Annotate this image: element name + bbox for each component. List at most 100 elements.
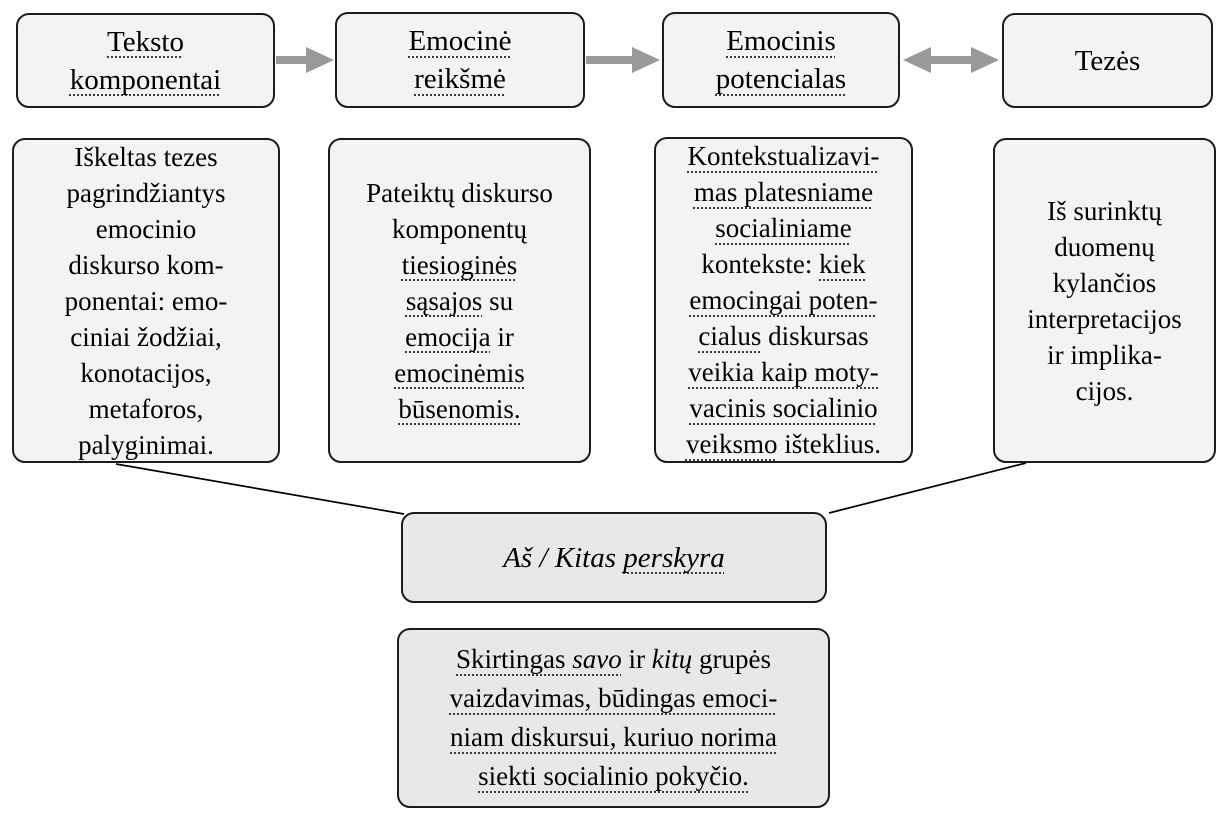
text-segment: pagrindžiantys <box>66 177 226 208</box>
text-segment: savo <box>572 644 622 674</box>
text-line: komponentų <box>392 211 527 247</box>
text-segment: Emocinė <box>408 25 512 57</box>
flow-arrow-right-icon <box>276 47 334 73</box>
text-segment: duomenų <box>1054 231 1155 262</box>
text-line: palyginimai. <box>78 427 214 463</box>
text-segment: kitų <box>651 644 693 674</box>
text-segment: būsenomis. <box>398 393 521 424</box>
text-segment: su <box>482 285 514 316</box>
text-line: Tezės <box>1075 42 1141 80</box>
text-line: vacinis socialinio <box>689 390 877 426</box>
text-segment: mas platesniame <box>693 177 874 207</box>
text-line: ir implika- <box>1047 337 1162 373</box>
text-line: vaizdavimas, būdingas emoci- <box>450 679 778 718</box>
text-line: reikšmė <box>414 60 506 98</box>
text-line: siekti socialinio pokyčio. <box>478 757 749 796</box>
text-segment: cialus <box>698 321 762 351</box>
text-line: komponentai <box>70 61 221 99</box>
text-line: veikia kaip moty- <box>688 354 878 390</box>
text-segment: niam diskursui, kuriuo norima <box>450 722 777 752</box>
text-segment: emocingai poten- <box>689 285 878 315</box>
box-tezes-desc: Iš surinktų duomenų kylančios interpretacij… <box>993 138 1216 463</box>
text-segment: kylančios <box>1052 267 1157 298</box>
text-segment: grupės <box>692 644 771 674</box>
text-line: ponentai: emo- <box>65 283 228 319</box>
text-segment: socialiniame <box>715 213 852 243</box>
text-line: būsenomis. <box>398 391 520 427</box>
text-segment: vacinis socialinio <box>689 393 878 423</box>
text-segment: konotacijos, <box>80 357 212 388</box>
text-segment: tiesioginės <box>401 249 518 280</box>
text-line: Iškeltas tezes <box>74 139 217 175</box>
text-segment: komponentai <box>69 63 222 96</box>
text-line: interpretacijos <box>1027 301 1181 337</box>
text-line: Teksto <box>107 23 184 61</box>
text-segment: Iškeltas tezes <box>74 141 218 172</box>
text-line: Pateiktų diskurso <box>366 175 553 211</box>
double-arrow-icon <box>903 47 999 73</box>
text-segment: ir implika- <box>1047 339 1162 370</box>
text-segment: Kontekstualizavi- <box>687 141 880 171</box>
box-tezes: Tezės <box>1002 13 1213 108</box>
text-line: veiksmo išteklius. <box>686 426 881 462</box>
text-segment: ciniai žodžiai, <box>70 321 222 352</box>
text-line: emocija ir <box>405 319 514 355</box>
text-line: potencialas <box>716 60 846 98</box>
text-segment: ir <box>490 321 514 352</box>
text-line: konotacijos, <box>80 355 211 391</box>
text-segment: reikšmė <box>414 63 506 95</box>
text-line: Emocinis <box>726 22 836 60</box>
text-line: Aš / Kitas perskyra <box>503 540 725 576</box>
text-line: sąsajos su <box>406 283 513 319</box>
text-line: Kontekstualizavi- <box>688 138 880 174</box>
text-segment: emocija <box>405 321 491 352</box>
text-line: duomenų <box>1054 229 1155 265</box>
text-segment: siekti socialinio pokyčio. <box>478 761 749 791</box>
text-line: Iš surinktų <box>1047 193 1162 229</box>
box-emocine-reiksme: Emocinė reikšmė <box>335 12 585 108</box>
text-segment: išteklius. <box>777 429 881 459</box>
text-line: pagrindžiantys <box>67 175 226 211</box>
text-line: Skirtingas savo ir kitų grupės <box>456 640 771 679</box>
text-segment: Emocinis <box>726 25 836 57</box>
text-line: ciniai žodžiai, <box>70 319 221 355</box>
text-segment: kiek <box>819 249 866 279</box>
text-segment: diskursas <box>761 321 869 351</box>
text-segment: Aš / Kitas <box>503 541 624 574</box>
text-segment: sąsajos <box>405 285 483 316</box>
box-as-kitas-perskyra: Aš / Kitas perskyra <box>401 512 827 603</box>
text-line: mas platesniame <box>694 174 873 210</box>
text-line: metaforos, <box>89 391 204 427</box>
text-segment: vaizdavimas, būdingas emoci- <box>449 683 778 713</box>
text-segment: Iš surinktų <box>1047 195 1162 226</box>
text-segment: Skirtingas <box>456 644 573 674</box>
text-segment: perskyra <box>623 541 725 574</box>
text-line: emocingai poten- <box>689 282 877 318</box>
text-line: kontekste: kiek <box>701 246 865 282</box>
text-segment: emocinėmis <box>394 357 525 388</box>
text-segment: Pateiktų diskurso <box>366 177 553 208</box>
text-segment: veikia kaip moty- <box>688 357 879 387</box>
text-segment: interpretacijos <box>1027 303 1182 334</box>
text-segment: Tezės <box>1074 44 1141 77</box>
text-line: diskurso kom- <box>68 247 223 283</box>
text-line: Emocinė <box>408 22 511 60</box>
box-as-kitas-perskyra-desc: Skirtingas savo ir kitų grupės vaizdavima… <box>397 628 830 808</box>
text-line: socialiniame <box>715 210 851 246</box>
connector-line-right <box>828 462 1027 514</box>
text-segment: diskurso kom- <box>68 249 224 280</box>
text-segment: kontekste: <box>701 249 820 279</box>
text-line: cialus diskursas <box>698 318 868 354</box>
box-emocinis-potencialas-desc: Kontekstualizavi-mas platesniame socialin… <box>654 137 913 463</box>
text-segment: emocinio <box>95 213 197 244</box>
text-line: emocinio <box>96 211 196 247</box>
flow-arrow-right-icon <box>586 47 660 73</box>
text-segment: komponentų <box>392 213 527 244</box>
text-line: emocinėmis <box>394 355 524 391</box>
text-segment: metaforos, <box>88 393 204 424</box>
text-segment: veiksmo <box>685 429 778 459</box>
